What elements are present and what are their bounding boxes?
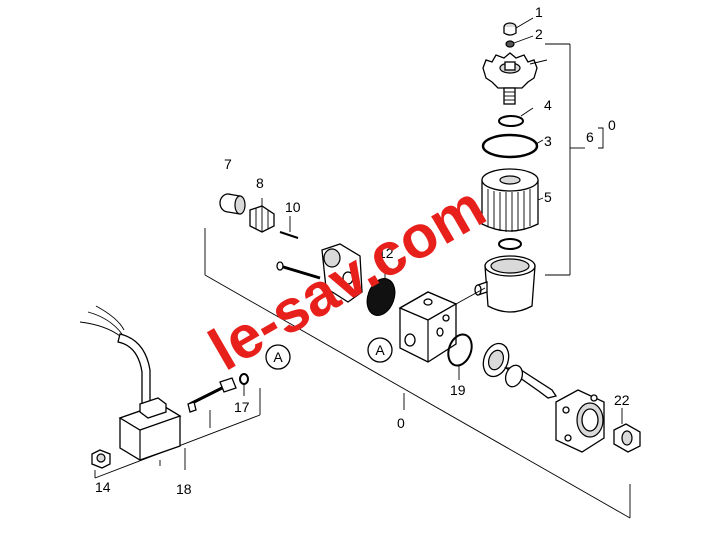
part-4-o-ring — [498, 107, 534, 127]
marker-a-left-label: A — [273, 349, 283, 365]
callout-10: 10 — [285, 199, 301, 215]
callout-22: 22 — [614, 392, 630, 408]
reference-marker-a-right: A — [367, 337, 393, 363]
part-8-fitting — [249, 198, 275, 233]
assembly-bracket-6 — [545, 43, 604, 276]
callout-6: 6 — [586, 129, 594, 145]
callout-7: 7 — [224, 156, 232, 172]
callout-4: 4 — [544, 97, 552, 113]
main-valve-block — [398, 287, 486, 363]
callout-6-ref: 0 — [608, 117, 616, 133]
reference-marker-a-left: A — [265, 344, 291, 370]
callout-8: 8 — [256, 175, 264, 191]
callout-18: 18 — [176, 481, 192, 497]
marker-a-right-label: A — [375, 342, 385, 358]
filter-bowl — [474, 255, 536, 313]
part-12-diaphragm — [366, 263, 396, 316]
part-19-o-ring — [447, 333, 473, 380]
callout-0-main: 0 — [397, 415, 405, 431]
part-22-nut — [613, 408, 641, 453]
filter-seal-ring — [498, 238, 522, 250]
valve-body-left — [276, 243, 363, 303]
part-2-washer — [505, 35, 534, 48]
callout-3: 3 — [544, 133, 552, 149]
part-17-o-ring — [239, 373, 249, 396]
solenoid-coil — [79, 305, 182, 466]
callout-2: 2 — [535, 26, 543, 42]
part-7-plug — [219, 193, 246, 215]
callout-14: 14 — [95, 479, 111, 495]
plunger-tube — [187, 377, 237, 413]
part-1-cap — [503, 17, 534, 36]
part-10-pin — [279, 216, 299, 239]
part-14-nut — [91, 449, 111, 469]
assembly-bracket-main — [204, 228, 631, 519]
filter-knob — [482, 52, 548, 105]
callout-19: 19 — [450, 382, 466, 398]
motor-flange — [555, 389, 605, 453]
part-5-filter-element — [481, 168, 544, 232]
callout-17: 17 — [234, 399, 250, 415]
callout-5: 5 — [544, 189, 552, 205]
spline-coupling — [482, 342, 558, 399]
part-3-o-ring — [481, 133, 544, 159]
callout-1: 1 — [535, 4, 543, 20]
callout-12: 12 — [378, 245, 394, 261]
